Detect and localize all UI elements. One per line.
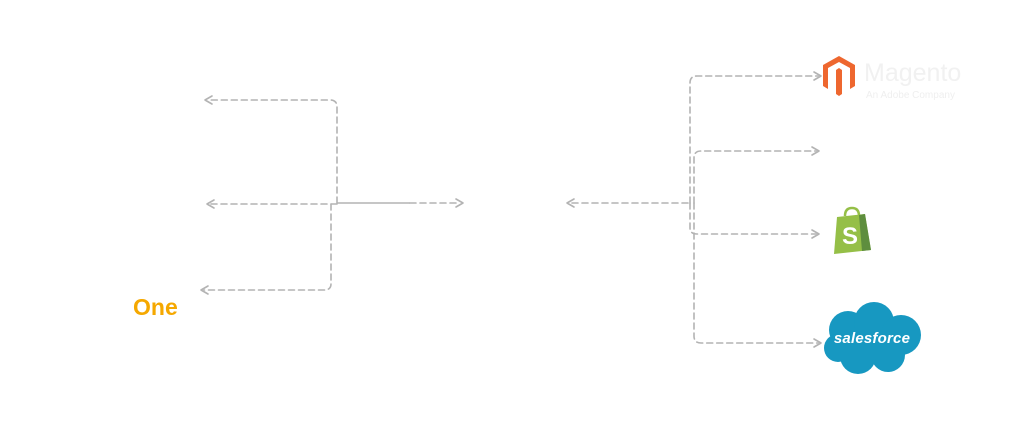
- magento-wordmark: Magento: [864, 59, 962, 87]
- connector-left-bottom: [203, 203, 332, 291]
- shopify-glyph: S: [842, 223, 858, 250]
- connector-right-magento: [689, 75, 819, 204]
- salesforce-wordmark: salesforce: [833, 330, 911, 347]
- arrowhead-left-bottom: [200, 285, 209, 295]
- connector-left-top: [207, 99, 338, 204]
- connector-right-shopify: [689, 202, 817, 235]
- salesforce-cloud-icon: [824, 302, 921, 374]
- arrowhead-hub-left: [455, 198, 464, 208]
- arrowhead-left-top: [204, 95, 213, 105]
- arrowhead-left-middle: [206, 199, 215, 209]
- magento-tagline: An Adobe Company: [866, 90, 955, 101]
- magento-logo-icon: [823, 56, 855, 96]
- shopify-bag-icon: S: [834, 206, 871, 254]
- one-logo-label: One: [133, 294, 178, 320]
- arrowhead-right-second: [811, 146, 820, 156]
- arrowhead-hub-right: [566, 198, 575, 208]
- connector-right-salesforce: [693, 202, 819, 344]
- arrowhead-magento: [813, 71, 822, 81]
- arrowhead-salesforce: [813, 338, 822, 348]
- connector-right-second: [693, 150, 817, 204]
- arrowhead-shopify: [811, 229, 820, 239]
